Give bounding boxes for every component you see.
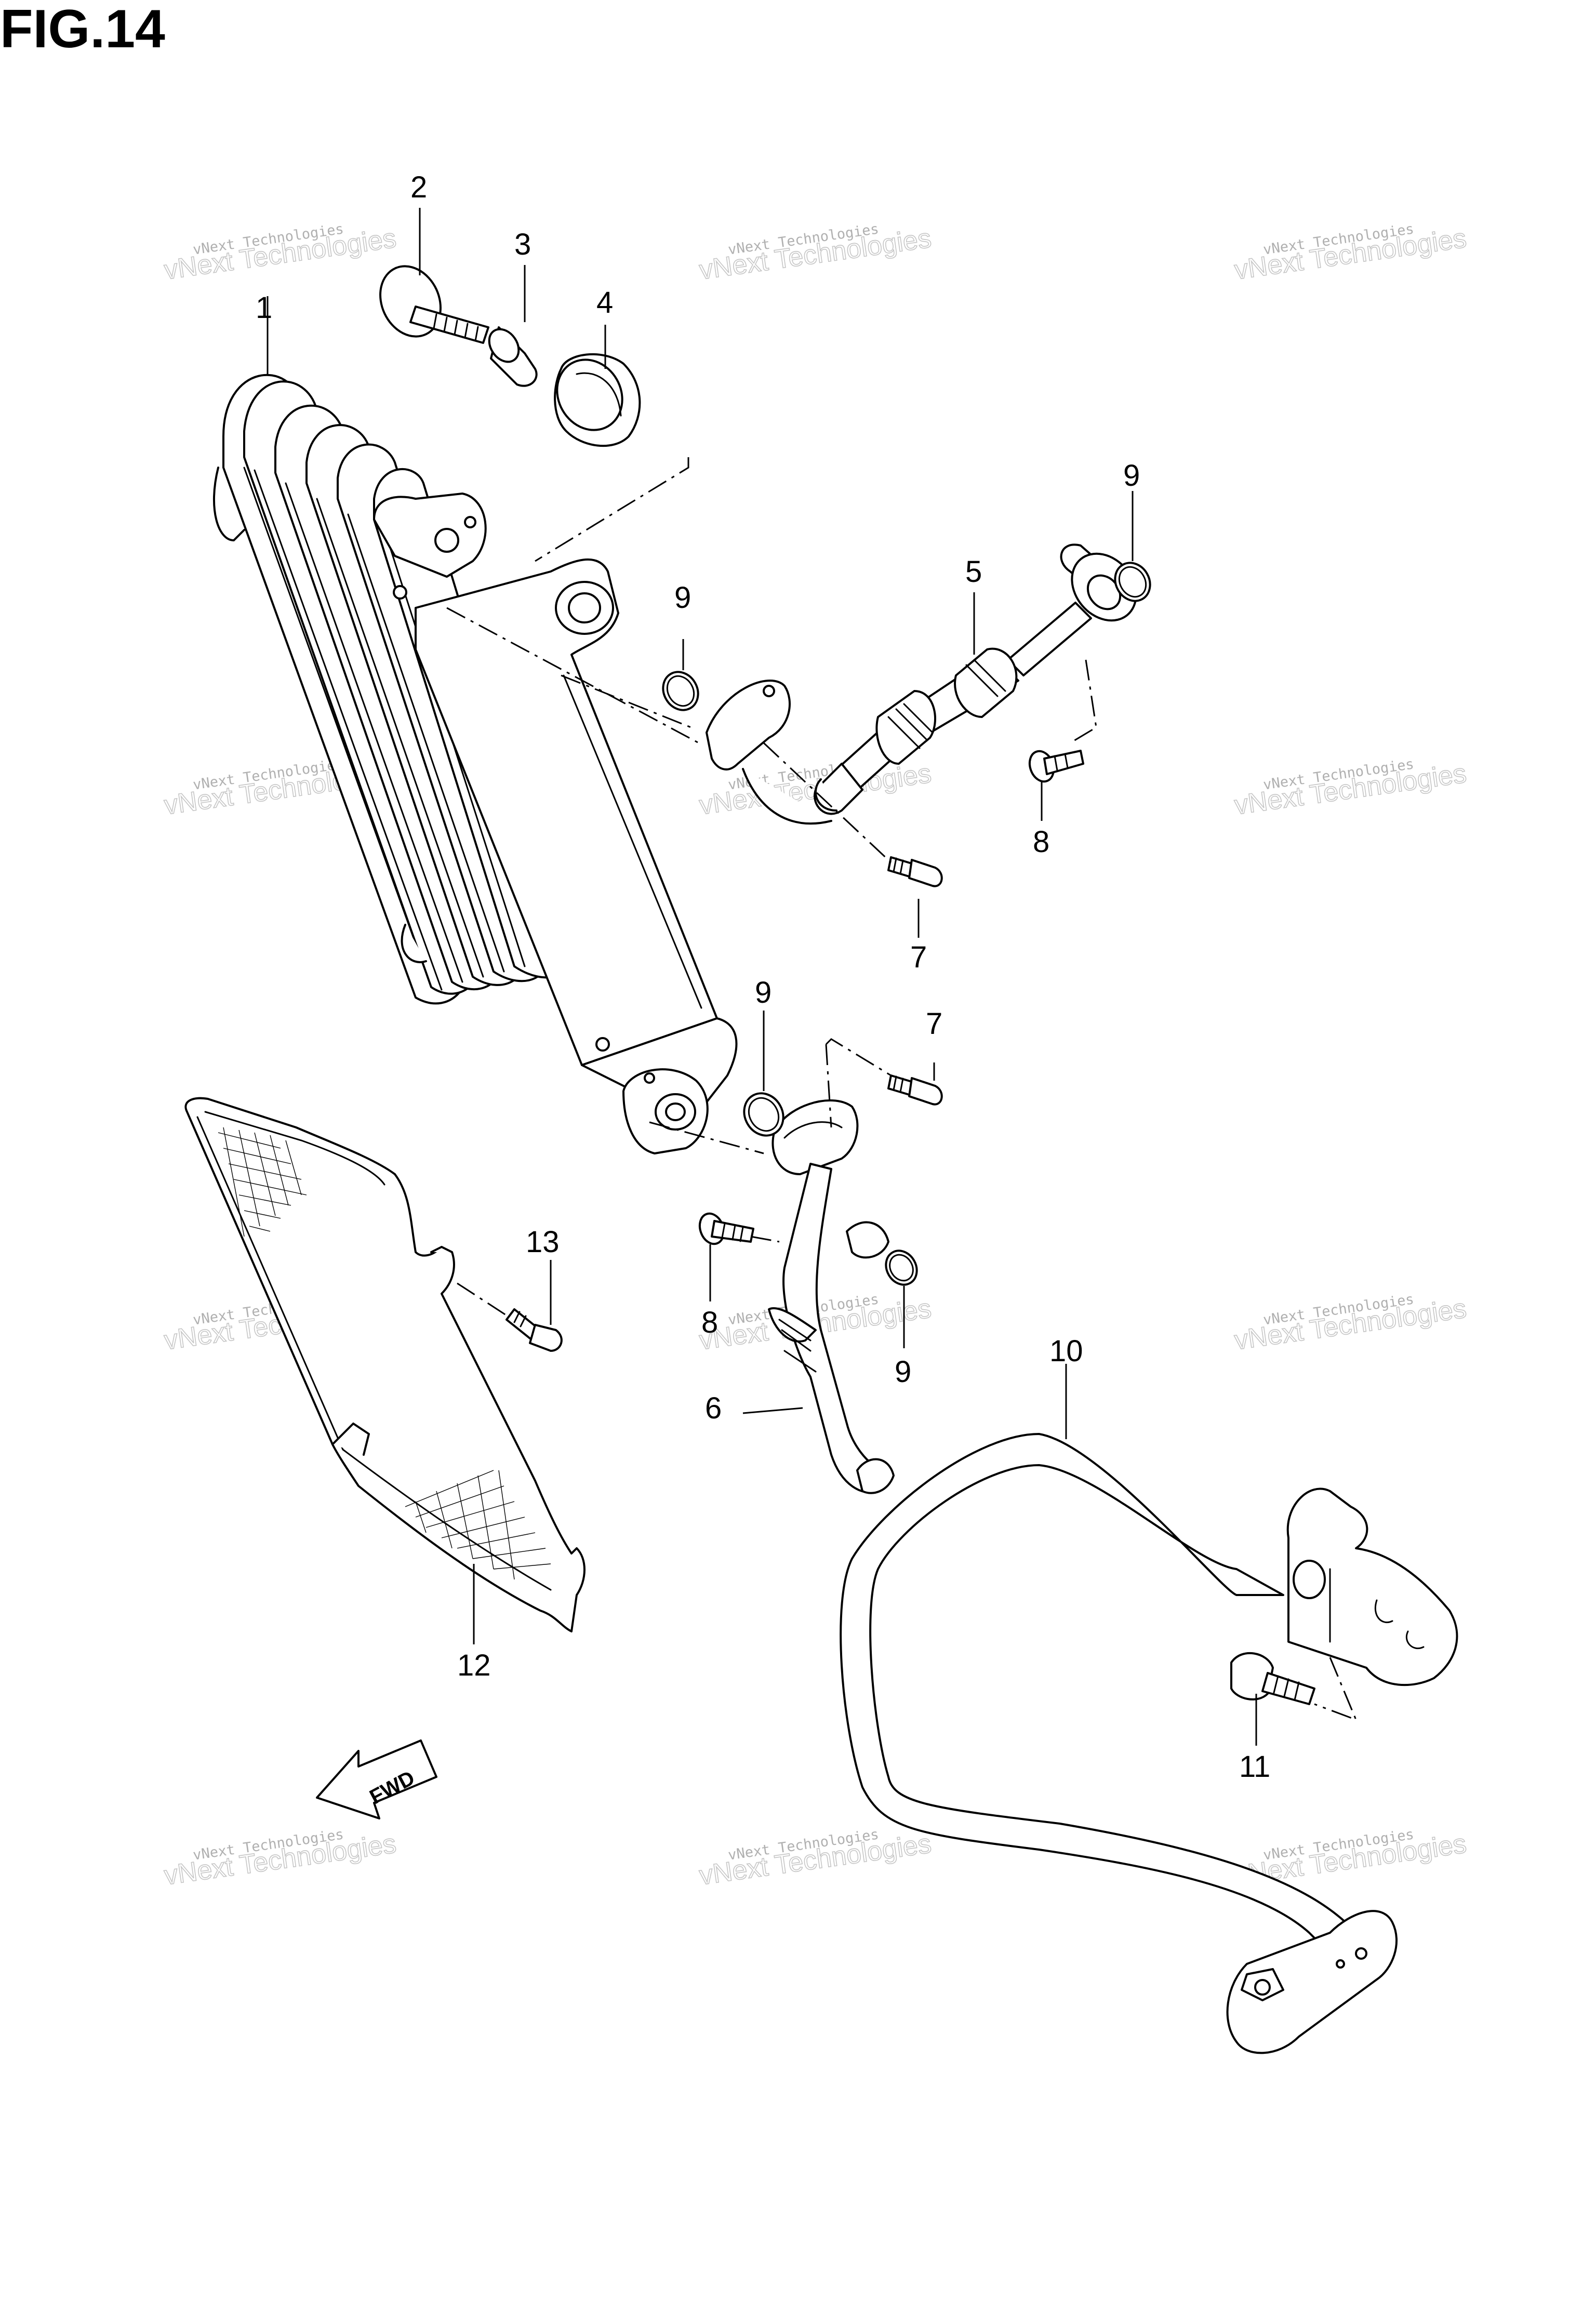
callout-6: 6	[705, 1391, 722, 1425]
flange-bolt-part-8-lower	[698, 1212, 754, 1245]
watermark: vNext Technologies vNext Technologies	[162, 221, 398, 286]
watermark: vNext Technologies vNext Technologies	[697, 1826, 934, 1891]
callout-11: 11	[1239, 1750, 1270, 1784]
watermark: vNext Technologies vNext Technologies	[1232, 221, 1469, 286]
callout-8a: 8	[1033, 825, 1049, 859]
oil-hose-part-5	[706, 543, 1137, 825]
watermark: vNext Technologies vNext Technologies	[697, 221, 934, 286]
flange-bolt-part-8-upper	[1028, 750, 1084, 783]
callout-9a: 9	[674, 581, 691, 615]
callout-3: 3	[514, 228, 531, 261]
callout-7a: 7	[910, 940, 927, 974]
callout-2: 2	[410, 170, 427, 204]
callout-9b: 9	[1123, 459, 1140, 493]
callout-12: 12	[457, 1649, 491, 1682]
guard-mesh-lower	[405, 1470, 551, 1580]
cooler-bracket-part-10	[840, 1433, 1458, 2054]
flange-bolt-part-11	[1230, 1652, 1315, 1705]
watermark: vNext Technologies vNext Technologies	[1232, 1291, 1469, 1356]
leader-lines	[267, 208, 1257, 1746]
watermark: vNext Technologies vNext Technologies	[1232, 756, 1469, 821]
guard-mesh-upper	[218, 1127, 307, 1237]
callout-13: 13	[526, 1225, 560, 1259]
assembly-lines	[446, 457, 1358, 1721]
grommet-part-4	[554, 353, 641, 447]
watermark: vNext Technologies vNext Technologies	[162, 1826, 398, 1891]
callout-9c: 9	[755, 976, 772, 1009]
flange-bolt-part-2	[379, 265, 489, 344]
callout-1: 1	[256, 291, 272, 325]
oil-hose-part-6	[768, 1099, 895, 1494]
oil-cooler-part-1	[212, 374, 738, 1154]
forward-direction-arrow: FWD	[316, 1739, 437, 1819]
o-ring-part-9-b	[1114, 562, 1151, 602]
callout-labels: 1 2 3 4 5 6 7 7 8 8 9 9 9 9 10 11 12 13	[256, 170, 1270, 1784]
figure-title: FIG.14	[0, 0, 165, 59]
bolt-part-7-upper	[887, 856, 943, 887]
callout-9d: 9	[895, 1355, 911, 1389]
o-ring-part-9-c	[743, 1092, 784, 1137]
callout-4: 4	[596, 286, 613, 320]
collar-part-3	[488, 326, 538, 387]
callout-5: 5	[965, 555, 982, 589]
callout-7b: 7	[926, 1007, 942, 1041]
bolt-part-7-lower	[887, 1074, 943, 1106]
o-ring-part-9-d	[885, 1250, 918, 1286]
callout-8b: 8	[701, 1306, 718, 1339]
bolt-part-13	[506, 1308, 563, 1352]
o-ring-part-9-a	[662, 671, 699, 711]
callout-10: 10	[1049, 1334, 1083, 1368]
cooler-guard-part-12	[184, 1097, 586, 1632]
